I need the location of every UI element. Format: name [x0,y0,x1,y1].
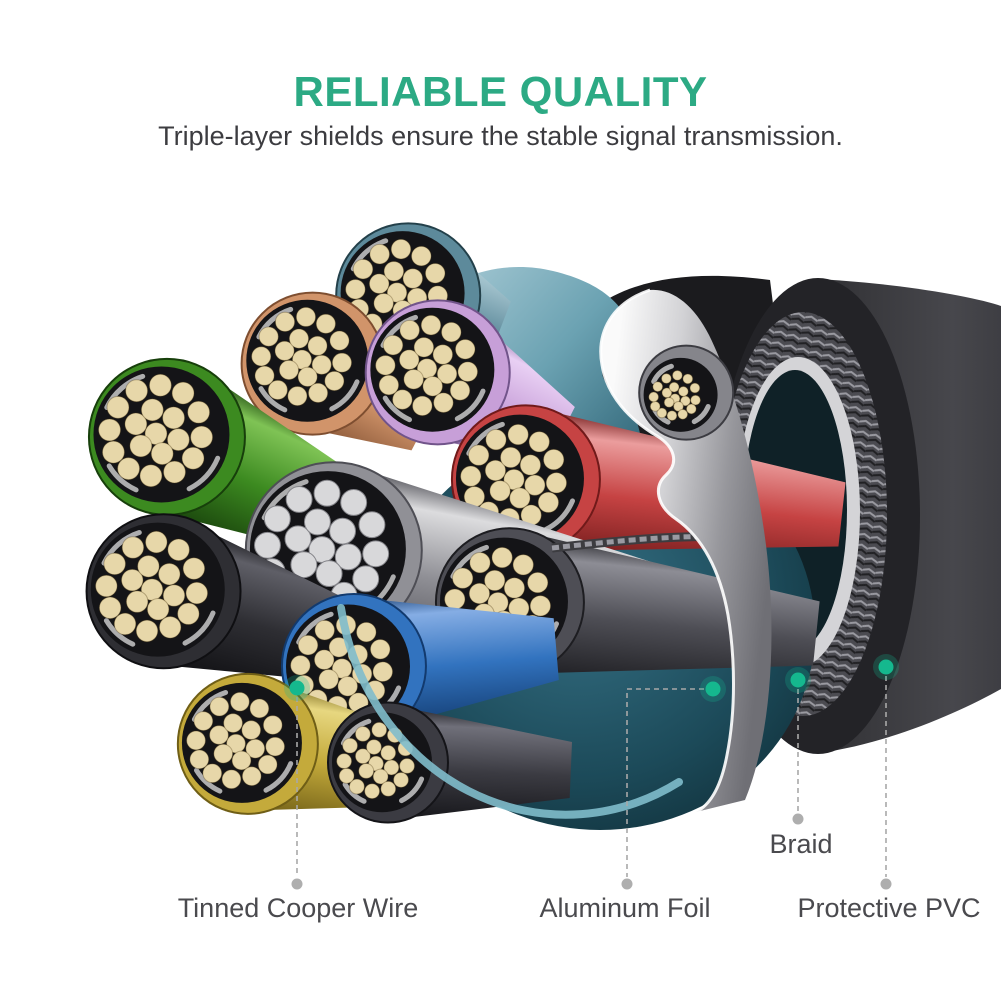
callout-label-aluminum-foil: Aluminum Foil [539,893,710,923]
callout-label-braid: Braid [769,829,832,859]
strand-cluster [251,306,353,407]
strand-cluster [95,530,209,643]
strand-cluster [375,314,479,417]
aluminum-foil-edge [599,288,735,814]
callout-tinned-cooper-wire: Tinned Cooper Wire [178,675,419,923]
marker-dot-green [289,680,305,696]
wire-black [85,513,388,685]
page-subtitle: Triple-layer shields ensure the stable s… [158,121,843,151]
leader-end-dot [792,813,804,825]
strand-cluster [186,691,286,790]
leader-line [626,688,713,877]
leader-end-dot [621,878,633,890]
wire-green [87,357,394,565]
wire-orange [240,291,440,451]
callout-label-protective-pvc: Protective PVC [797,893,980,923]
sheath-rim-highlight [337,604,683,819]
callout-braid: Braid [769,667,833,859]
callout-label-tinned-cooper-wire: Tinned Cooper Wire [178,893,419,923]
marker-dot-green [790,672,806,688]
leader-end-dot [880,878,892,890]
strand-cluster [648,369,701,422]
strand-cluster [98,373,214,488]
callout-aluminum-foil: Aluminum Foil [539,676,726,923]
wire-bottom-dark [326,701,572,824]
callout-protective-pvc: Protective PVC [797,654,981,923]
wire-lavender [364,299,575,463]
page-title: RELIABLE QUALITY [293,68,708,115]
strand-cluster [460,423,568,530]
marker-dot-green [705,681,721,697]
marker-dot-green [878,659,894,675]
aluminum-foil-peel [600,289,772,813]
leader-end-dot [291,878,303,890]
bundle-foil-small [637,344,735,441]
